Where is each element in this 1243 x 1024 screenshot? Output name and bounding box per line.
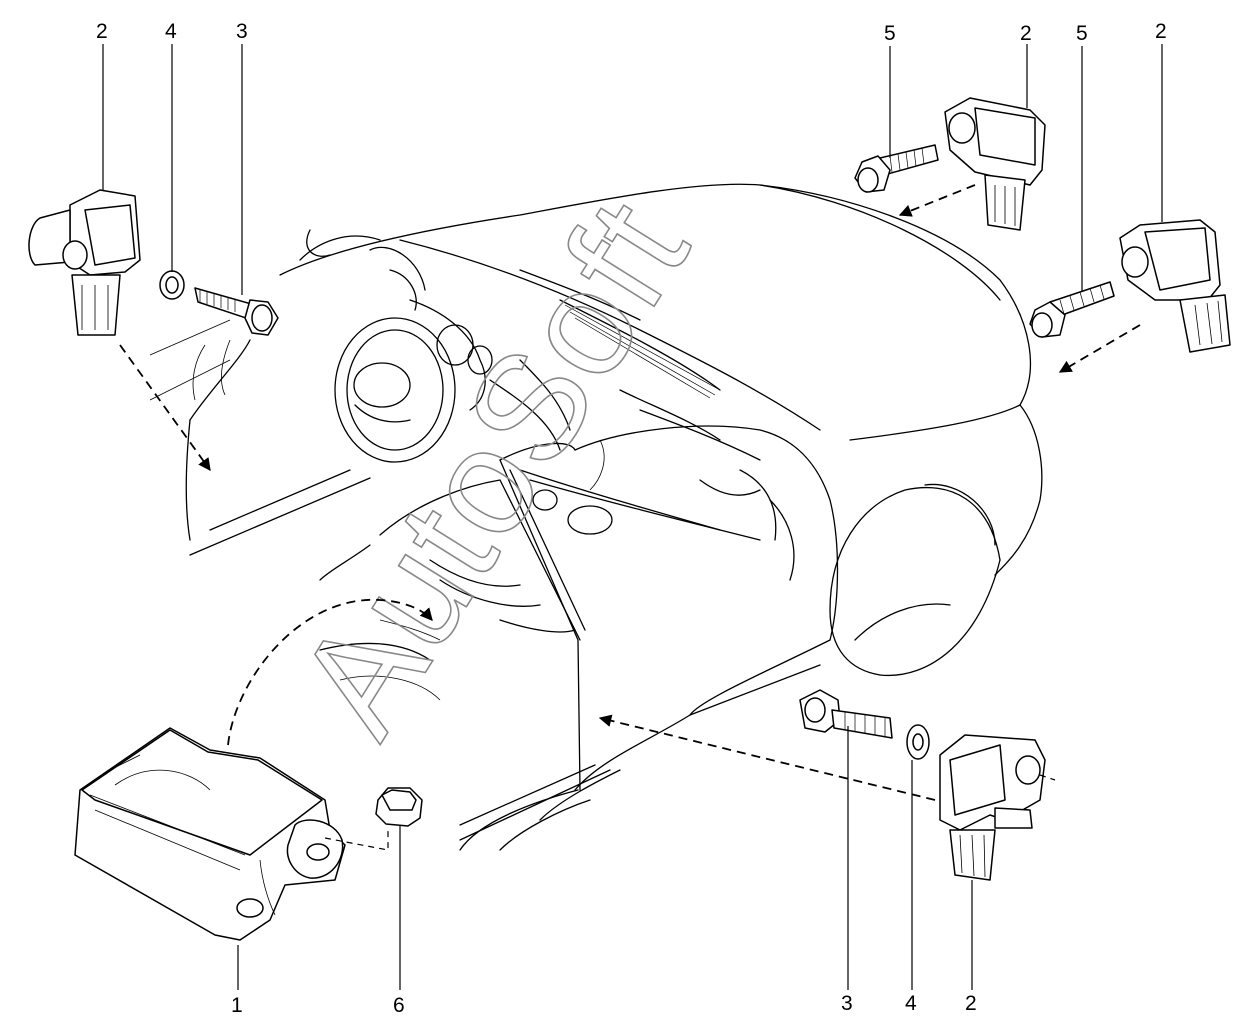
callout-2-top-right-b: 2 <box>1155 20 1167 43</box>
side-impact-sensor-bottom-right <box>939 734 1046 881</box>
leader-lines <box>102 44 1163 990</box>
bolt-bottom-right <box>799 689 893 739</box>
callout-4-top-left: 4 <box>165 20 177 43</box>
callout-3-bottom: 3 <box>841 992 853 1015</box>
watermark-text: AutoSoft <box>265 171 721 762</box>
washer-top-left <box>159 270 185 300</box>
callout-6: 6 <box>393 994 405 1017</box>
callouts: 2 4 3 5 2 5 2 1 6 3 4 2 <box>96 20 1167 1017</box>
washer-bottom-right <box>906 724 930 760</box>
watermark: AutoSoft <box>264 171 721 763</box>
bolt-top-right-a <box>854 144 939 193</box>
arrow-top-right-b <box>1058 324 1141 373</box>
callout-3-top-left: 3 <box>236 20 248 43</box>
bolt-top-left <box>194 287 279 336</box>
callout-4-bottom: 4 <box>905 992 917 1015</box>
side-impact-sensor-top-right-a <box>944 97 1046 231</box>
arrow-control-unit <box>227 599 433 746</box>
nut <box>375 787 423 827</box>
callout-2-bottom: 2 <box>965 992 977 1015</box>
mounting-arrows <box>119 184 1141 851</box>
callout-2-top-left: 2 <box>96 20 108 43</box>
side-impact-sensor-top-right-b <box>1119 219 1231 353</box>
arrow-bottom-right <box>598 714 936 801</box>
callout-2-top-right-a: 2 <box>1020 22 1032 45</box>
callout-5-top-right-b: 5 <box>1076 22 1088 45</box>
callout-5-top-right-a: 5 <box>884 22 896 45</box>
car-body <box>149 183 1043 851</box>
bolt-top-right-b <box>1029 281 1115 338</box>
arrow-top-right-a <box>898 184 976 217</box>
arrow-top-left <box>119 344 211 472</box>
airbag-control-unit <box>74 727 346 941</box>
callout-1: 1 <box>231 994 243 1017</box>
side-impact-sensor-top-left <box>28 189 141 336</box>
